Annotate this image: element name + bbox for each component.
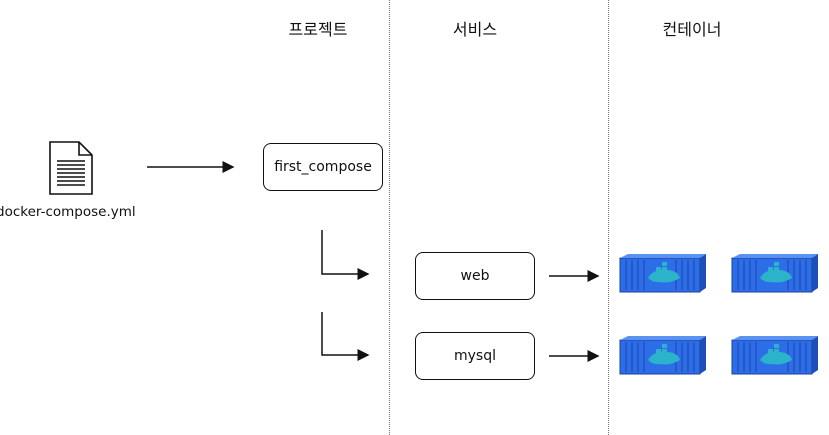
column-header-container: 컨테이너 <box>662 20 722 39</box>
docker-container-icon <box>619 253 707 293</box>
service-box-mysql: mysql <box>415 332 535 380</box>
arrow-project-to-web <box>321 230 370 280</box>
column-divider-1 <box>389 0 390 435</box>
docker-container-icon <box>619 335 707 375</box>
column-header-service: 서비스 <box>452 20 498 39</box>
column-header-project: 프로젝트 <box>288 20 348 39</box>
docker-container-icon <box>731 335 819 375</box>
service-name-mysql: mysql <box>454 348 496 364</box>
document-icon <box>47 140 95 196</box>
docker-container-icon <box>731 253 819 293</box>
project-name: first_compose <box>274 159 372 175</box>
project-box: first_compose <box>263 143 383 191</box>
service-name-web: web <box>460 268 490 284</box>
service-box-web: web <box>415 252 535 300</box>
column-divider-2 <box>608 0 609 435</box>
arrow-project-to-mysql <box>321 312 370 361</box>
file-label: docker-compose.yml <box>0 204 136 220</box>
